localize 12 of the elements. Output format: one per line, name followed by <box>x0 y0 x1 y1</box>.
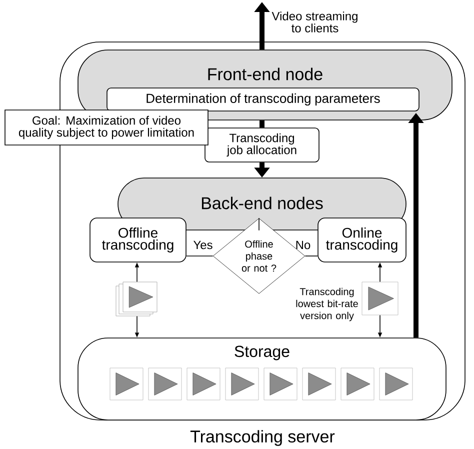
heading: Back-end nodes <box>202 196 323 210</box>
edge-label: Video streaming to clients <box>272 12 358 32</box>
process-box: Offline transcoding <box>90 218 186 262</box>
heading: Storage <box>234 346 290 360</box>
process-box: Online transcoding <box>318 218 406 262</box>
heading: Front-end node <box>208 68 322 80</box>
heading: Transcoding server <box>190 430 335 446</box>
goal-box: Goal: Maximization of video quality subject to power limitation <box>4 110 208 146</box>
video-stack-icon <box>116 282 158 316</box>
edge-label: Yes <box>193 240 212 250</box>
parameter-box: Determination of transcoding parameters <box>106 88 420 112</box>
allocation-box: Transcoding job allocation <box>204 128 320 162</box>
